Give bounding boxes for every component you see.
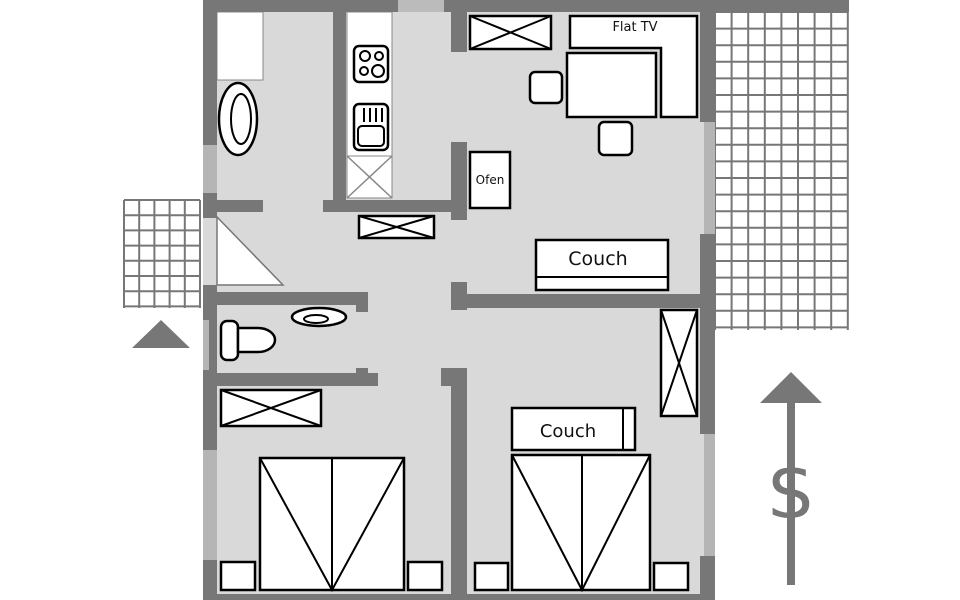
oven-label: Ofen — [476, 173, 505, 187]
dining-table — [565, 51, 658, 119]
entrance-arrow-icon — [132, 320, 190, 348]
living-couch: Couch — [534, 238, 670, 292]
terrace — [714, 0, 849, 330]
nightstand — [473, 561, 510, 592]
compass-symbol: $ — [766, 447, 816, 537]
double-bed — [258, 456, 406, 593]
bedroom1-wardrobe — [219, 388, 323, 428]
stove-icon — [352, 44, 390, 84]
nightstand — [652, 561, 690, 592]
terrace-edge — [715, 0, 848, 12]
toilet-icon — [219, 319, 277, 362]
living-wardrobe — [468, 14, 553, 51]
entrance-stairs — [123, 199, 201, 308]
grid-lines — [123, 199, 201, 308]
walls — [203, 0, 715, 600]
kitchen-cabinet — [346, 155, 393, 199]
entrance-door[interactable] — [216, 215, 285, 286]
double-bed — [510, 453, 652, 593]
tv-unit: Flat TV — [568, 14, 699, 119]
flat-tv-label: Flat TV — [612, 20, 657, 35]
grid-lines — [714, 0, 849, 330]
living-couch-label: Couch — [568, 248, 627, 270]
wash-basin-icon — [290, 306, 348, 328]
chair — [597, 120, 634, 157]
nightstand — [406, 560, 444, 592]
nightstand — [219, 560, 257, 592]
bathtub-area — [216, 11, 264, 81]
north-arrow-icon: $ — [760, 372, 822, 585]
bedroom2-wardrobe — [659, 308, 699, 418]
bedroom-couch-label: Couch — [540, 421, 596, 442]
bathtub — [217, 81, 259, 157]
hallway-opening — [398, 0, 444, 12]
sink-icon — [352, 102, 390, 152]
bedroom-couch: Couch — [510, 406, 637, 452]
oven: Ofen — [468, 150, 512, 210]
hall-wardrobe — [357, 214, 436, 240]
chair — [528, 70, 564, 105]
